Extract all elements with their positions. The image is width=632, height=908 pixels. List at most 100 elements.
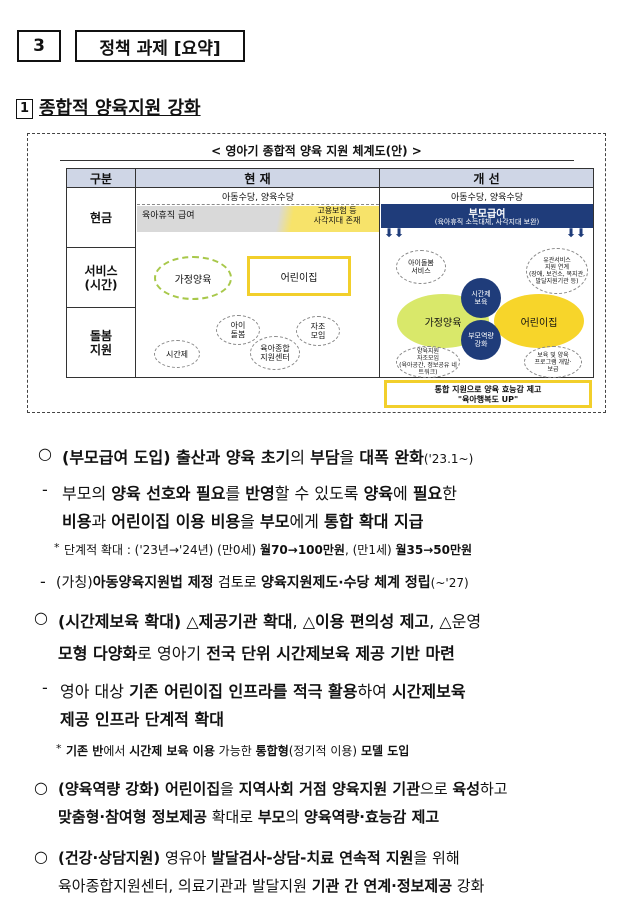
text-segment: 확대로 — [206, 808, 258, 826]
text-segment: 의 — [290, 448, 311, 467]
text-segment: 기존 어린이집 인프라를 적극 활용 — [129, 682, 358, 701]
text-segment: 한 — [442, 484, 458, 503]
paragraph-marker: * — [54, 541, 60, 554]
text-segment: 이용 편의성 제고 — [315, 612, 430, 631]
text-segment: 부모 — [259, 512, 290, 531]
caption-underline — [60, 160, 574, 161]
diagram-caption: < 영아기 종합적 양육 지원 체계도(안) > — [211, 144, 422, 158]
text-segment: 월35→50만원 — [395, 543, 473, 557]
text-segment: 로 영아기 — [137, 644, 207, 663]
current-care-selfhelp: 자조 모임 — [296, 316, 340, 346]
text-segment: 에 — [393, 484, 413, 503]
paragraph-line: 맞춤형·참여형 정보제공 확대로 부모의 양육역량·효능감 제고 — [58, 806, 439, 827]
text-segment: 에서 — [103, 744, 130, 758]
text-segment: 필요 — [412, 484, 443, 503]
text-segment: 통합형 — [255, 744, 289, 758]
text-segment: 를 — [225, 484, 246, 503]
paragraph-line: 비용과 어린이집 이용 비용을 부모에게 통합 확대 지급 — [62, 508, 423, 532]
paragraph-line: (가칭)아동양육지원법 제정 검토로 양육지원제도·수당 체계 정립(~'27) — [56, 572, 469, 592]
col-header-improved: 개 선 — [380, 168, 594, 188]
improved-result-box: 통합 지원으로 양육 효능감 제고 "육아행복도 UP" — [384, 380, 592, 408]
text-segment: 양육역량·효능감 제고 — [304, 808, 440, 826]
paragraph-line: 육아종합지원센터, 의료기관과 발달지원 기관 간 연계·정보제공 강화 — [58, 875, 484, 896]
current-care-center: 육아종합 지원센터 — [250, 336, 300, 370]
text-segment: 할 수 있도록 — [274, 484, 364, 503]
text-segment: 양육지원제도·수당 체계 정립 — [261, 575, 431, 591]
text-segment: 으로 — [420, 780, 453, 798]
text-segment: 을 — [339, 448, 360, 467]
current-cash-divider — [137, 204, 379, 205]
text-segment: 육아종합지원센터, 의료기관과 발달지원 — [58, 877, 312, 895]
col-header-category: 구분 — [66, 168, 136, 188]
paragraph-line: 부모의 양육 선호와 필요를 반영할 수 있도록 양육에 필요한 — [62, 480, 457, 504]
paragraph-line: (시간제보육 확대) △제공기관 확대, △이용 편의성 제고, △운영 — [58, 608, 481, 632]
text-segment: , (만1세) — [344, 543, 396, 557]
paragraph-marker: * — [56, 742, 62, 755]
text-segment: 에게 — [289, 512, 324, 531]
text-segment: 영유아 — [160, 849, 212, 867]
text-segment: 양육 선호와 필요 — [111, 484, 226, 503]
text-segment: 아동양육지원법 제정 — [92, 575, 214, 591]
diagram-table: 구분 현 재 개 선 현금 서비스 (시간) 돌봄 지원 아동수당, 양육수당 … — [66, 168, 594, 408]
text-segment: (가칭) — [56, 575, 93, 591]
text-segment: 발달검사-상담-치료 연속적 지원 — [211, 849, 414, 867]
text-segment: 육성 — [452, 780, 480, 798]
section-number-box: 3 — [17, 30, 61, 62]
improved-cash-top: 아동수당, 양육수당 — [451, 193, 523, 203]
paragraph-marker: ○ — [38, 444, 52, 463]
text-segment: 을 — [220, 780, 239, 798]
text-segment: 영아 대상 — [60, 682, 130, 701]
text-segment: 통합 확대 지급 — [323, 512, 424, 531]
current-cash-top: 아동수당, 양육수당 — [222, 193, 294, 203]
text-segment: 제공 인프라 단계적 확대 — [60, 710, 224, 729]
col-header-current: 현 재 — [136, 168, 380, 188]
text-segment: 비용 — [62, 512, 92, 531]
current-home-care: 가정양육 — [154, 256, 232, 300]
text-segment: (~'27) — [430, 576, 469, 590]
text-segment: 강화 — [452, 877, 485, 895]
text-segment: 을 — [240, 512, 260, 531]
paragraph-marker: - — [42, 480, 48, 499]
paragraph-line: (양육역량 강화) 어린이집을 지역사회 거점 양육지원 기관으로 육성하고 — [58, 778, 508, 799]
improved-babysitting: 아이돌봄 서비스 — [396, 250, 446, 284]
row-label-cash: 현금 — [66, 188, 136, 248]
text-segment: , △ — [292, 612, 316, 631]
text-segment: 하고 — [480, 780, 508, 798]
text-segment: (양육역량 강화) 어린이집 — [58, 780, 221, 798]
current-care-hourly: 시간제 — [154, 340, 200, 368]
support-system-diagram: < 영아기 종합적 양육 지원 체계도(안) > 구분 현 재 개 선 현금 서… — [27, 133, 606, 413]
row-label-care: 돌봄 지원 — [66, 308, 136, 378]
section-title-box: 정책 과제 [요약] — [75, 30, 245, 62]
text-segment: ('23.1~) — [423, 452, 474, 466]
paragraph-marker: - — [42, 678, 48, 697]
text-segment: (부모급여 도입) 출산과 양육 초기 — [62, 448, 291, 467]
text-segment: 제공기관 확대 — [198, 612, 293, 631]
down-arrows-left: ⬇⬇ — [384, 226, 405, 240]
improved-hourly-care: 시간제 보육 — [461, 278, 501, 318]
paragraph-line: 단계적 확대 : ('23년→'24년) (만0세) 월70→100만원, (만… — [64, 541, 472, 558]
heading-number: 1 — [16, 99, 33, 119]
text-segment: 기존 반 — [66, 744, 104, 758]
text-segment: 부담 — [310, 448, 340, 467]
text-segment: 어린이집 이용 비용 — [111, 512, 241, 531]
paragraph-line: 모형 다양화로 영아기 전국 단위 시간제보육 제공 기반 마련 — [58, 640, 455, 664]
improved-selfhelp: 양육지원 자조모임 (육아공간, 정보공유 네트워크) — [396, 346, 460, 378]
current-cash-gap: 고용보험 등 사각지대 존재 — [313, 206, 361, 225]
text-segment: 가능한 — [214, 744, 256, 758]
paragraph-marker: ○ — [34, 847, 48, 866]
paragraph-line: 영아 대상 기존 어린이집 인프라를 적극 활용하여 시간제보육 — [60, 678, 466, 702]
improved-parent-capacity: 부모역량 강화 — [461, 320, 501, 360]
text-segment: 시간제 보육 이용 — [129, 744, 215, 758]
paragraph-line: (건강·상담지원) 영유아 발달검사-상담-치료 연속적 지원을 위해 — [58, 847, 460, 868]
improved-daycare: 어린이집 — [494, 294, 584, 348]
text-segment: 부모 — [257, 808, 286, 826]
result-line-1: 통합 지원으로 양육 효능감 제고 — [434, 385, 542, 394]
text-segment: 기관 간 연계·정보제공 — [311, 877, 453, 895]
text-segment: 맞춤형·참여형 정보제공 — [58, 808, 207, 826]
text-segment: 단계적 확대 : ('23년→'24년) (만0세) — [64, 543, 261, 557]
improved-column — [380, 188, 594, 378]
text-segment: 반영 — [245, 484, 275, 503]
text-segment: 모형 다양화 — [58, 644, 138, 663]
